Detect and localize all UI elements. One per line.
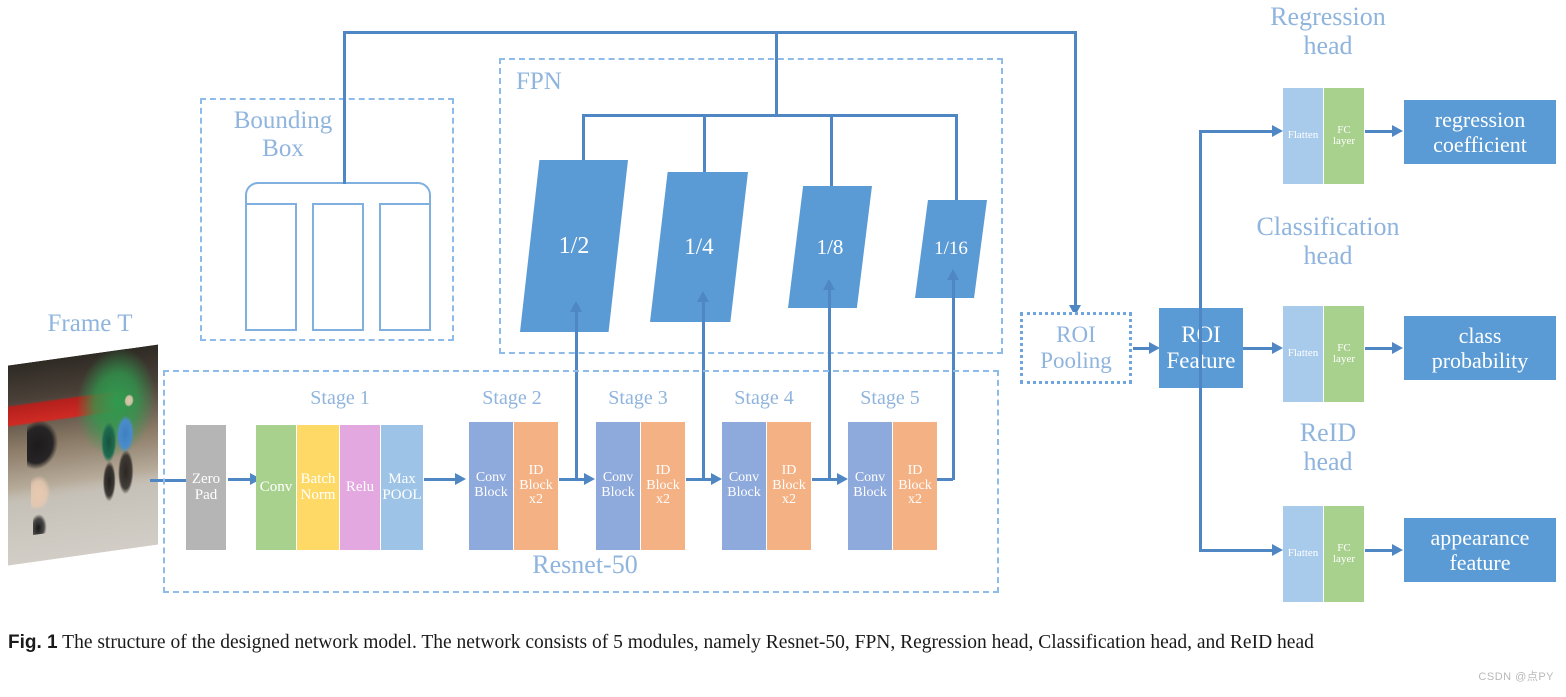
edge-top-bus-drop: [1074, 31, 1077, 311]
edge-stage4-to-stage5: [812, 478, 840, 481]
caption-label: Fig. 1: [8, 632, 58, 653]
arrowhead-roi-to-classification: [1272, 342, 1283, 354]
arrowhead-stage2-to-stage3: [584, 473, 595, 485]
edge-zeropad-to-stage1: [228, 478, 254, 481]
edge-top-bus: [343, 31, 1077, 34]
fpn-drop-2: [703, 114, 706, 176]
edge-stage4-to-fpn: [828, 288, 831, 480]
arrowhead-stage5-to-fpn: [947, 269, 959, 280]
regression-head-title: Regression head: [1270, 2, 1386, 61]
fpn-level-label: 1/4: [684, 234, 714, 259]
block-batch-norm: Batch Norm: [297, 425, 339, 550]
reid-fc-block: FC layer: [1324, 506, 1364, 602]
edge-frame-to-resnet: [150, 479, 192, 482]
edge-pooling-to-feature: [1133, 347, 1153, 350]
resnet-title: Resnet-50: [532, 550, 638, 579]
frame-t-label: Frame T: [47, 310, 133, 337]
fpn-level-1of16: 1/16: [915, 200, 987, 298]
edge-stage3-to-stage4: [686, 478, 714, 481]
stage-label-2: Stage 2: [482, 387, 542, 409]
fpn-bus-horizontal: [582, 114, 957, 117]
arrowhead-stage3-to-fpn: [697, 291, 709, 302]
edge-stage2-to-fpn: [575, 310, 578, 480]
edge-reid-fc-to-output: [1365, 549, 1395, 552]
edge-stage5-tail: [937, 478, 953, 481]
block-id-block-s5: ID Block x2: [893, 422, 937, 550]
block-conv-block-s5: Conv Block: [848, 422, 892, 550]
bounding-box-rect-1: [245, 203, 297, 331]
frame-t-image: [8, 344, 158, 566]
block-id-block-s4: ID Block x2: [767, 422, 811, 550]
arrowhead-pooling-to-feature: [1149, 342, 1160, 354]
edge-bbox-riser: [343, 33, 346, 184]
edge-stage1-to-stage2: [424, 478, 458, 481]
classification-head-title: Classification head: [1256, 212, 1400, 271]
reid-flatten-block: Flatten: [1283, 506, 1323, 602]
arrowhead-stage2-to-fpn: [570, 301, 582, 312]
block-conv: Conv: [256, 425, 296, 550]
arrowhead-stage4-to-stage5: [837, 473, 848, 485]
resnet-group: [163, 370, 999, 593]
reid-head-title: ReID head: [1299, 418, 1357, 477]
arrowhead-reid-output: [1392, 544, 1403, 556]
regression-flatten-block: Flatten: [1283, 88, 1323, 184]
edge-roi-to-regression: [1199, 130, 1275, 133]
figure-caption: Fig. 1 The structure of the designed net…: [8, 630, 1553, 657]
block-conv-block-s3: Conv Block: [596, 422, 640, 550]
roi-pooling-box: ROI Pooling: [1020, 312, 1132, 384]
bounding-box-group: [200, 98, 454, 341]
bounding-box-rect-3: [379, 203, 431, 331]
block-id-block-s2: ID Block x2: [514, 422, 558, 550]
edge-roi-to-reid: [1199, 549, 1275, 552]
edge-stage3-to-fpn: [702, 300, 705, 480]
edge-stage5-to-fpn: [952, 278, 955, 480]
photo-pedestrian-right: [8, 344, 158, 566]
edge-stage2-to-stage3: [559, 478, 587, 481]
arrowhead-classification-output: [1392, 342, 1403, 354]
edge-roi-fanout-bus: [1199, 131, 1202, 551]
fpn-group: [499, 58, 1003, 354]
block-max-pool: Max POOL: [381, 425, 423, 550]
fpn-drop-3: [830, 114, 833, 190]
block-zero-pad: Zero Pad: [186, 425, 226, 550]
stage-label-1: Stage 1: [310, 387, 370, 409]
stage-label-4: Stage 4: [734, 387, 794, 409]
fpn-bus-riser: [775, 31, 778, 116]
fpn-drop-1: [582, 114, 585, 166]
arrowhead-regression-output: [1392, 125, 1403, 137]
bounding-box-rect-2: [312, 203, 364, 331]
classification-fc-block: FC layer: [1324, 306, 1364, 402]
block-conv-block-s2: Conv Block: [469, 422, 513, 550]
edge-regression-fc-to-output: [1365, 130, 1395, 133]
block-id-block-s3: ID Block x2: [641, 422, 685, 550]
block-relu: Relu: [340, 425, 380, 550]
bounding-box-title: Bounding Box: [233, 107, 333, 162]
fpn-level-1of8: 1/8: [788, 186, 872, 308]
stage-label-5: Stage 5: [860, 387, 920, 409]
caption-text: The structure of the designed network mo…: [62, 632, 1314, 653]
classification-flatten-block: Flatten: [1283, 306, 1323, 402]
csdn-watermark: CSDN @点PY: [1478, 671, 1554, 683]
fpn-title: FPN: [516, 68, 562, 95]
regression-output-box: regression coefficient: [1404, 100, 1556, 164]
edge-roi-to-classification: [1243, 347, 1275, 350]
classification-output-box: class probability: [1404, 316, 1556, 380]
fpn-level-label: 1/2: [558, 232, 590, 259]
arrowhead-stage3-to-stage4: [711, 473, 722, 485]
stage-label-3: Stage 3: [608, 387, 668, 409]
fpn-drop-4: [955, 114, 958, 206]
block-conv-block-s4: Conv Block: [722, 422, 766, 550]
fpn-level-label: 1/8: [816, 234, 844, 259]
reid-output-box: appearance feature: [1404, 518, 1556, 582]
edge-classification-fc-to-output: [1365, 347, 1395, 350]
arrowhead-roi-to-regression: [1272, 125, 1283, 137]
arrowhead-roi-to-reid: [1272, 544, 1283, 556]
arrowhead-stage4-to-fpn: [823, 279, 835, 290]
arrowhead-stage1-to-stage2: [455, 473, 466, 485]
arrowhead-to-roi-pooling: [1069, 305, 1081, 316]
bounding-box-bracket: [245, 182, 431, 208]
fpn-level-label: 1/16: [934, 238, 968, 259]
regression-fc-block: FC layer: [1324, 88, 1364, 184]
arrowhead-zeropad-to-stage1: [250, 473, 261, 485]
